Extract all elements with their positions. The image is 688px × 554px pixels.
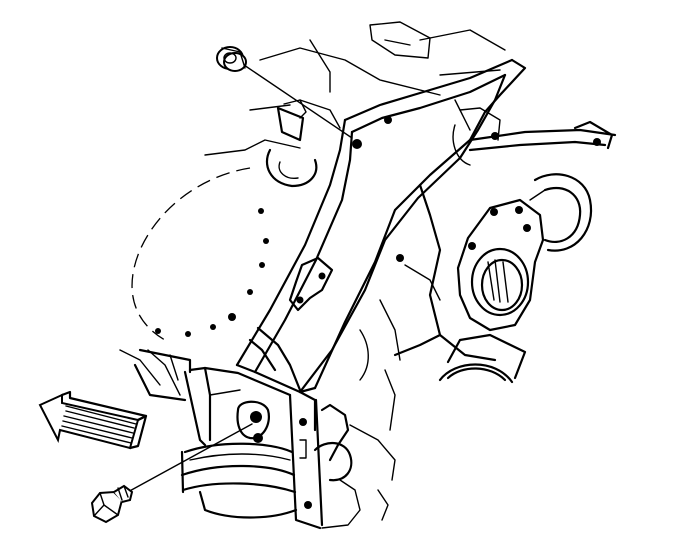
- cam-bearing-bore: [529, 173, 593, 252]
- gasket-bolt-holes: [296, 116, 601, 304]
- upper-boss: [265, 99, 318, 188]
- block-top-details: [204, 21, 506, 156]
- lower-body: [119, 348, 396, 530]
- main-bearing-saddle: [438, 333, 527, 384]
- upper-plug-icon: [216, 46, 353, 139]
- center-bore: [456, 198, 545, 332]
- lower-plug-bolt-icon: [90, 423, 253, 524]
- left-mount-ears: [288, 256, 334, 312]
- crank-circle-outline: [131, 167, 269, 341]
- direction-arrow-icon: [38, 390, 148, 450]
- block-body-lines: [359, 107, 501, 431]
